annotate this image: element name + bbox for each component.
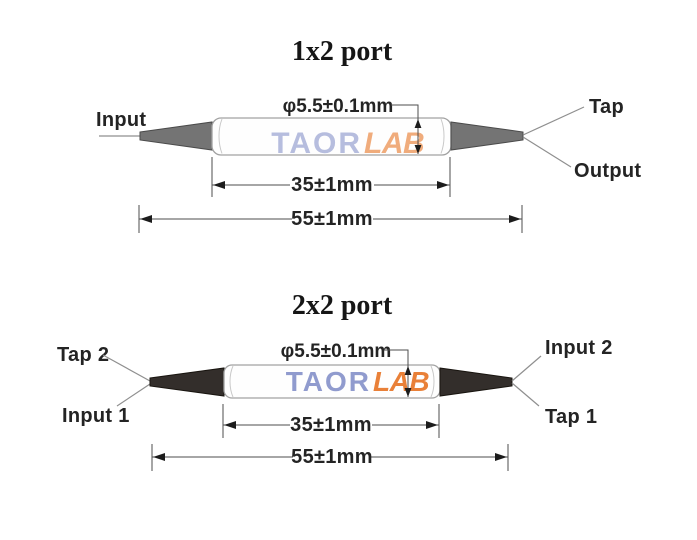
diagram-1x2: 1x2 port Input TAOR LAB φ5.5±0.1mm Tap O… [96,36,641,233]
left-boot [139,121,213,151]
total-length-dim-label: 55±1mm [291,208,373,230]
left-boot [149,367,225,397]
fiber-input1-line [116,383,151,407]
total-length-arrow-right [495,453,507,461]
body-length-arrow-left [213,181,225,189]
logo-taor-text: TAOR [286,366,371,397]
diameter-arrow-up [414,119,422,128]
logo-taor-text: TAOR [271,127,362,160]
logo-lab-text: LAB [373,366,429,397]
fiber-input2-line [511,355,542,382]
right-boot [439,367,513,397]
body-cap-line-right [430,365,435,398]
body-length-dim-label: 35±1mm [290,414,372,436]
brand-logo: TAOR LAB [285,365,431,398]
diameter-leader-line [384,349,409,397]
diagram-2x2: 2x2 port Tap 2 Input 1 TAOR LAB φ5.5±0.1… [57,290,613,471]
port-label-output: Output [574,160,641,182]
diameter-arrow-down [404,388,412,397]
port-label-tap2: Tap 2 [57,344,109,366]
diameter-leader-line [391,104,419,154]
right-boot [450,121,524,151]
body-length-dim-label: 35±1mm [291,174,373,196]
diameter-arrow-down [414,145,422,154]
body-cap-line-left [229,365,234,398]
logo-lab-text: LAB [364,127,424,160]
body-length-arrow-left [224,421,236,429]
total-length-arrow-left [153,453,165,461]
fiber-tap-line [522,106,585,136]
diagram-title-1x2: 1x2 port [292,36,393,67]
diagram-title-2x2: 2x2 port [292,290,393,321]
port-label-input1: Input 1 [62,405,130,427]
port-label-tap1: Tap 1 [545,406,597,428]
total-length-arrow-right [509,215,521,223]
diameter-dim-label: φ5.5±0.1mm [281,341,392,362]
port-label-input: Input [96,109,146,131]
body-cap-line-right [440,118,445,154]
fiber-tap1-line [511,382,540,407]
fiber-output-line [522,136,572,168]
body-length-arrow-right [426,421,438,429]
diameter-dim-label: φ5.5±0.1mm [283,96,394,117]
fiber-tap2-line [102,354,151,382]
body-cap-line-left [218,118,223,154]
brand-logo: TAOR LAB [270,126,425,161]
body-length-arrow-right [437,181,449,189]
port-label-tap: Tap [589,96,624,118]
total-length-arrow-left [140,215,152,223]
port-label-input2: Input 2 [545,337,613,359]
diameter-arrow-up [404,366,412,375]
total-length-dim-label: 55±1mm [291,446,373,468]
